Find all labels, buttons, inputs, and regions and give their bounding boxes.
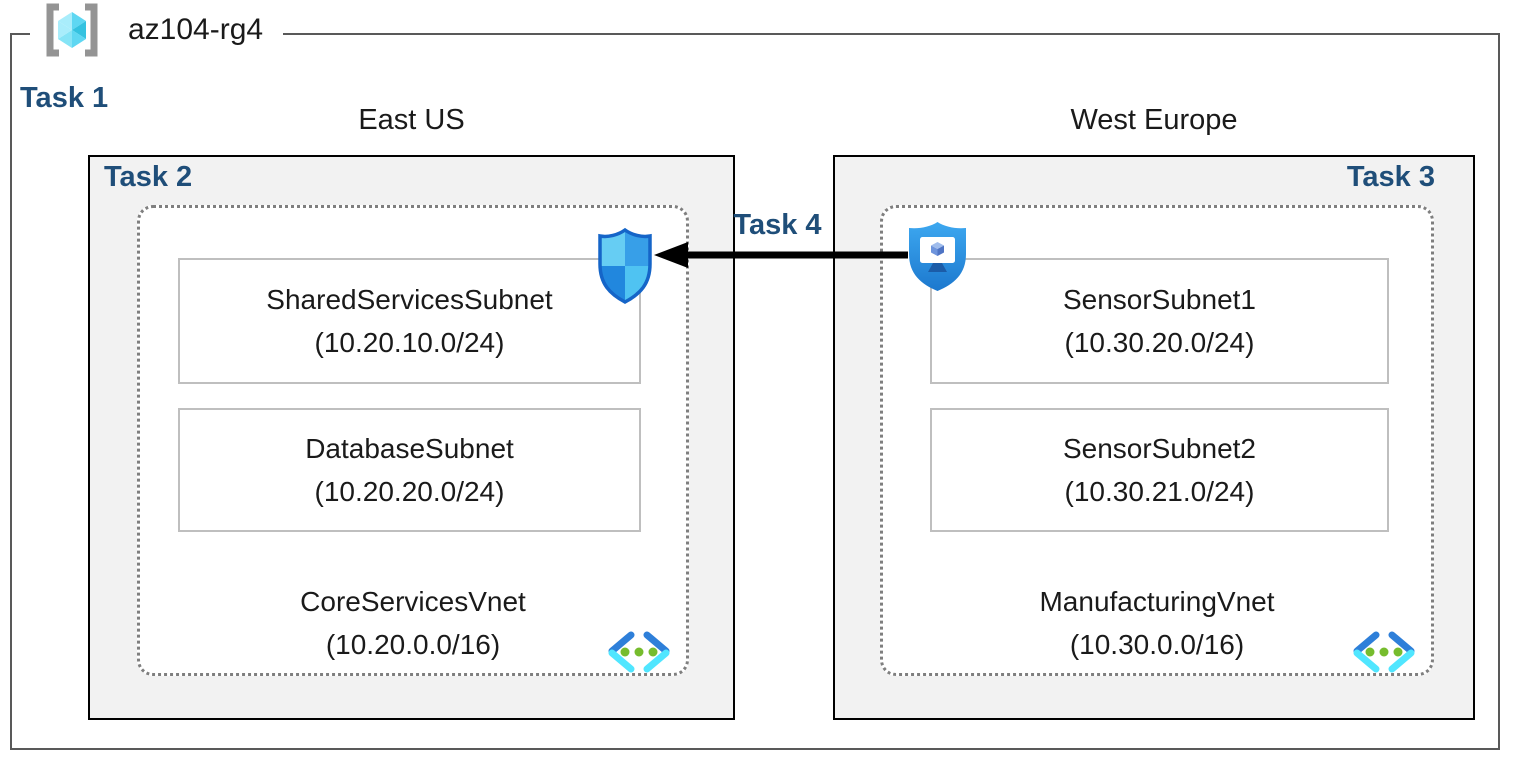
subnet-cidr: (10.30.20.0/24) — [1064, 327, 1255, 358]
peering-arrow — [654, 242, 908, 268]
resource-group-frame — [10, 33, 1500, 750]
subnet-box-sharedservices: SharedServicesSubnet (10.20.10.0/24) — [178, 258, 641, 384]
task-3-label: Task 3 — [1346, 161, 1435, 193]
task-4-label: Task 4 — [733, 209, 822, 241]
resource-group-icon — [46, 3, 98, 57]
subnet-box-sensor2: SensorSubnet2 (10.30.21.0/24) — [930, 408, 1389, 532]
region-title-east-us: East US — [358, 104, 465, 136]
vnet-label-manufacturing: ManufacturingVnet (10.30.0.0/16) — [883, 580, 1431, 666]
resource-group-name: az104-rg4 — [128, 13, 264, 46]
subnet-box-database: DatabaseSubnet (10.20.20.0/24) — [178, 408, 641, 532]
vnet-container-manufacturing: SensorSubnet1 (10.30.20.0/24) SensorSubn… — [880, 205, 1434, 676]
subnet-name: DatabaseSubnet — [305, 433, 514, 464]
vnet-cidr: (10.30.0.0/16) — [1069, 629, 1245, 660]
subnet-cidr: (10.30.21.0/24) — [1064, 476, 1255, 507]
region-title-west-europe: West Europe — [1070, 104, 1238, 136]
vnet-label-coreservices: CoreServicesVnet (10.20.0.0/16) — [140, 580, 686, 666]
subnet-name: SensorSubnet1 — [1062, 284, 1257, 315]
vnet-name: ManufacturingVnet — [1039, 586, 1275, 617]
task-2-label: Task 2 — [104, 161, 193, 193]
task-1-label: Task 1 — [20, 82, 109, 114]
virtual-network-icon — [608, 631, 670, 673]
subnet-name: SharedServicesSubnet — [266, 284, 553, 315]
subnet-cidr: (10.20.10.0/24) — [314, 327, 505, 358]
vnet-container-coreservices: SharedServicesSubnet (10.20.10.0/24) Dat… — [137, 205, 689, 676]
resource-group-legend: az104-rg4 — [30, 1, 284, 59]
subnet-name: SensorSubnet2 — [1062, 433, 1257, 464]
subnet-box-sensor1: SensorSubnet1 (10.30.20.0/24) — [930, 258, 1389, 384]
region-box-east-us: Task 2 SharedServicesSubnet (10.20.10.0/… — [88, 155, 735, 720]
subnet-cidr: (10.20.20.0/24) — [314, 476, 505, 507]
virtual-network-icon — [1353, 631, 1415, 673]
region-box-west-europe: Task 3 SensorSubnet1 (10.30.20.0/24) Sen… — [833, 155, 1475, 720]
vnet-name: CoreServicesVnet — [300, 586, 526, 617]
vnet-cidr: (10.20.0.0/16) — [325, 629, 501, 660]
network-security-shield-icon — [598, 227, 652, 304]
shielded-virtual-machine-icon — [909, 222, 966, 291]
